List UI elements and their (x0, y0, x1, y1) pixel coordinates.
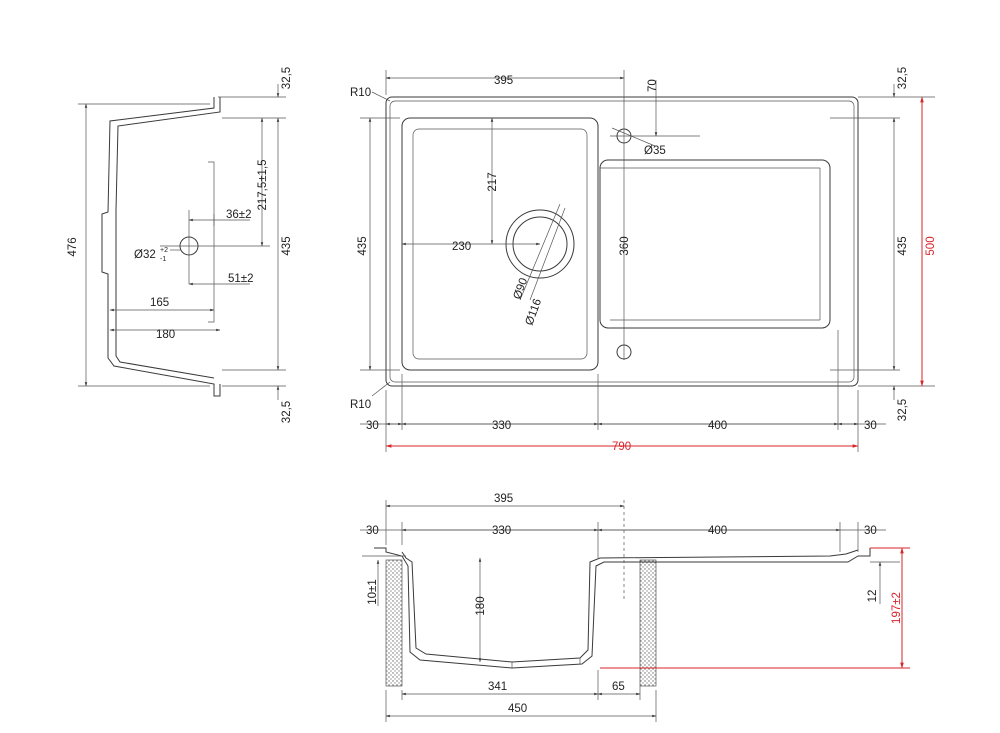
top-left-margin: 30 (366, 420, 379, 432)
section-left-margin: 30 (366, 525, 379, 537)
top-overall-width: 790 (612, 441, 631, 453)
side-view: 476 435 32,5 32,5 217,5±1,5 Ø32 +2 -1 36… (67, 67, 293, 423)
top-drainer-width: 400 (708, 420, 727, 432)
side-depth-180: 180 (156, 329, 175, 341)
top-overall-height: 500 (925, 236, 937, 255)
section-cabinet-450: 450 (508, 703, 527, 715)
side-drain-dia: Ø32 (134, 249, 156, 261)
top-view: Ø90 Ø116 Ø35 395 70 R10 R10 217 230 435 … (350, 67, 937, 453)
side-height-217: 217,5±1,5 (257, 159, 269, 210)
section-rim-12: 12 (867, 590, 879, 603)
section-width-395: 395 (494, 493, 513, 505)
section-profile-outer (374, 547, 871, 669)
top-right-margin: 30 (864, 420, 877, 432)
section-view: 395 30 330 400 30 10±1 180 12 197±2 341 (360, 493, 910, 722)
section-drainer-width: 400 (708, 525, 727, 537)
drain-dia-90: Ø90 (512, 276, 531, 301)
section-bowl-width: 330 (492, 525, 511, 537)
radius-top: R10 (350, 87, 371, 99)
drain-dia-116: Ø116 (524, 297, 545, 327)
side-profile-outer (101, 97, 221, 397)
top-height-360: 360 (619, 236, 631, 255)
sink-outline (385, 96, 859, 387)
section-right-margin: 30 (864, 525, 877, 537)
top-bowl-width: 330 (492, 420, 511, 432)
drainer-outline (599, 159, 831, 329)
side-offset-36: 36±2 (226, 209, 252, 221)
cabinet-right (639, 559, 657, 687)
side-depth-165: 165 (150, 297, 169, 309)
top-height-217: 217 (487, 172, 499, 191)
side-drain-dia-sup: +2 (160, 247, 168, 254)
top-height-435-right: 435 (897, 236, 909, 255)
side-flange-top: 32,5 (281, 67, 293, 89)
radius-bottom: R10 (350, 399, 371, 411)
cabinet-left (385, 559, 403, 687)
side-drain-dia-sub: -1 (160, 256, 166, 263)
section-rim-10: 10±1 (367, 579, 379, 605)
top-offset-70: 70 (647, 79, 659, 92)
top-width-395: 395 (494, 75, 513, 87)
section-depth-180: 180 (475, 596, 487, 615)
section-gap-65: 65 (612, 681, 625, 693)
tap-hole-dia: Ø35 (644, 145, 666, 157)
top-width-230: 230 (452, 241, 471, 253)
top-margin-bottom: 32,5 (897, 399, 909, 421)
side-offset-51: 51±2 (228, 273, 254, 285)
section-bottom-341: 341 (488, 681, 507, 693)
top-height-435-left: 435 (357, 236, 369, 255)
section-overall-depth: 197±2 (891, 592, 903, 624)
side-profile-inner (115, 97, 221, 379)
side-flange-bottom: 32,5 (281, 401, 293, 423)
top-margin-top: 32,5 (897, 67, 909, 89)
side-height-435: 435 (281, 236, 293, 255)
side-height-476: 476 (67, 237, 79, 256)
section-profile-inner (401, 549, 859, 663)
